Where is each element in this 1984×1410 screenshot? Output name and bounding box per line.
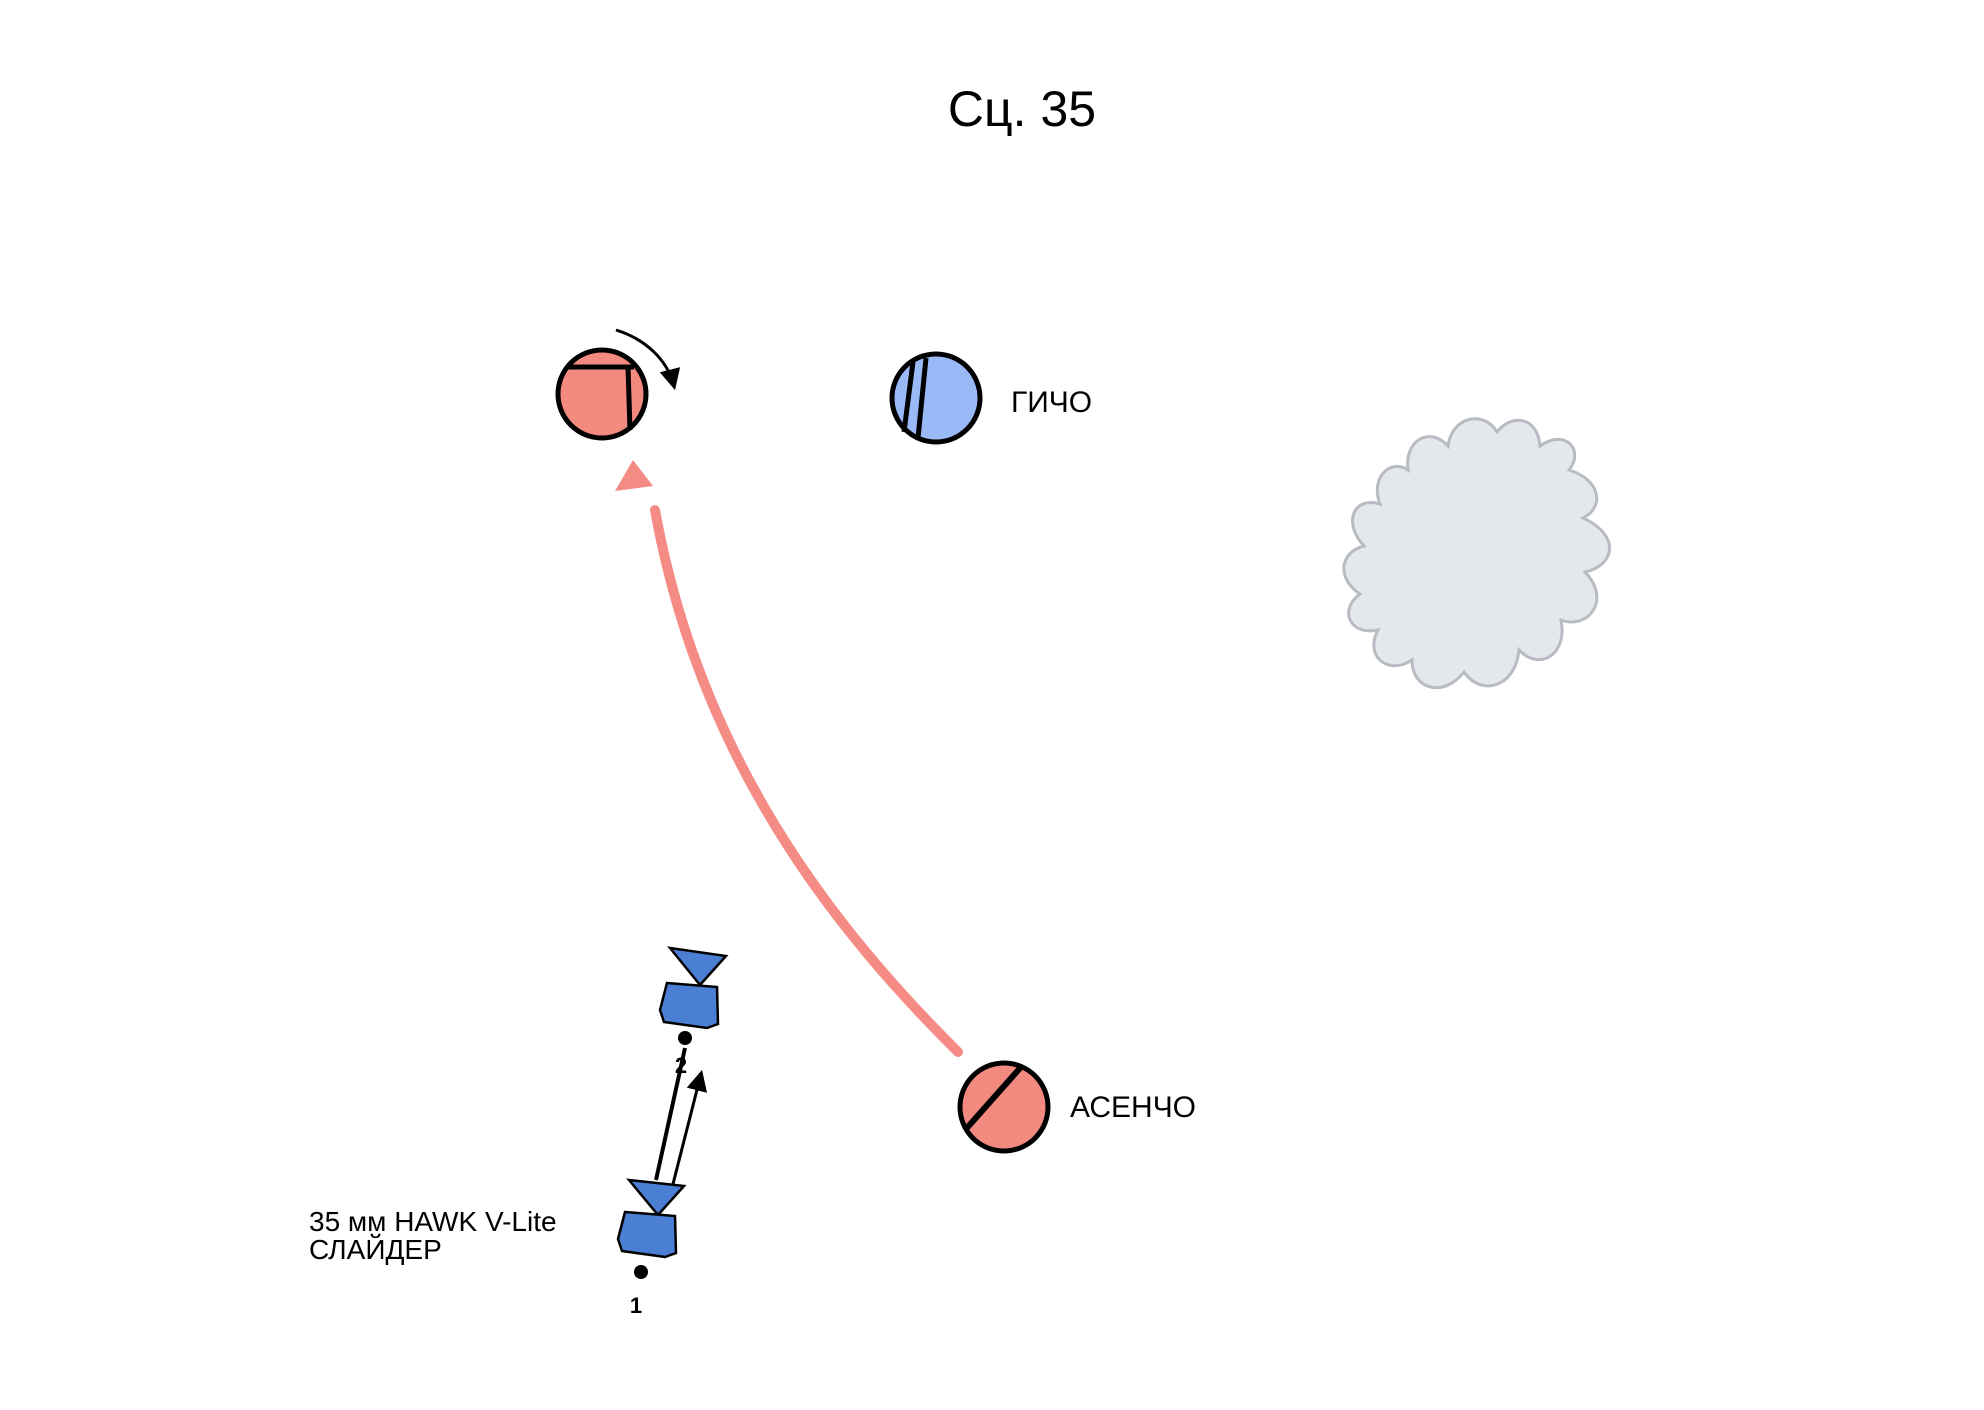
rotate-arrow-icon (615, 328, 681, 391)
character-gicho (889, 351, 983, 445)
camera-rig-label: СЛАЙДЕР (309, 1234, 442, 1265)
camera-position-2-label: 2 (675, 1053, 687, 1078)
camera-icon (616, 1178, 687, 1279)
camera-lens-label: 35 мм HAWK V-Lite (309, 1206, 557, 1237)
camera-position-1-label: 1 (630, 1293, 642, 1318)
movement-arrow (615, 460, 963, 1057)
character-asencho (957, 1060, 1051, 1154)
character-moved (555, 347, 649, 441)
label-gicho: ГИЧО (1011, 386, 1092, 419)
cloud-shape (1342, 417, 1611, 690)
camera-icon (658, 946, 729, 1045)
scene-title: Сц. 35 (948, 81, 1096, 137)
label-asencho: АСЕНЧО (1070, 1091, 1196, 1124)
slider-track (654, 1047, 708, 1185)
